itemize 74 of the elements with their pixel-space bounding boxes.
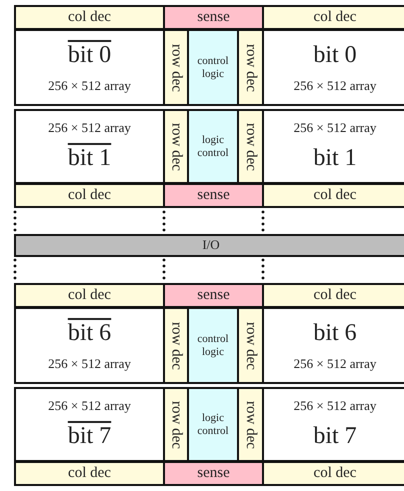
block-label: row dec — [168, 122, 184, 170]
bit-label: bit 0 — [313, 42, 357, 69]
block-label: sense — [197, 287, 230, 304]
memory-array-block — [14, 109, 165, 184]
array-size-label: 256 × 512 array — [48, 356, 131, 371]
block-label: control logic — [196, 333, 230, 358]
array-size-label: 256 × 512 array — [48, 121, 131, 136]
sense-amplifier-block — [163, 283, 264, 308]
block-label: logic control — [196, 412, 230, 437]
memory-array-block — [262, 307, 404, 384]
bit-label: bit 0 — [68, 42, 112, 69]
block-label: row dec — [242, 400, 259, 448]
control-logic-block — [187, 29, 239, 106]
column-decoder-block — [14, 5, 165, 30]
block-label: row dec — [242, 322, 259, 370]
column-decoder-block — [262, 461, 404, 486]
control-logic-block — [187, 307, 239, 384]
array-size-label: 256 × 512 array — [294, 399, 376, 414]
control-logic-block — [187, 387, 239, 462]
column-decoder-block — [262, 183, 404, 208]
row-decoder-block — [237, 109, 264, 184]
block-label: col dec — [68, 9, 111, 26]
column-decoder-block — [14, 283, 165, 308]
memory-array-block — [14, 387, 165, 462]
block-label: row dec — [168, 44, 184, 92]
row-decoder-block — [237, 307, 264, 384]
bit-label: bit 6 — [68, 320, 112, 347]
block-label: control logic — [196, 55, 230, 80]
array-size-label: 256 × 512 array — [48, 78, 131, 93]
block-label: col dec — [68, 187, 111, 204]
block-label: I/O — [202, 238, 220, 253]
bit-label: bit 1 — [68, 145, 112, 172]
block-label: sense — [197, 187, 230, 204]
array-size-label: 256 × 512 array — [48, 399, 131, 414]
block-label: logic control — [196, 134, 230, 159]
bit-label: bit 6 — [313, 320, 357, 347]
sense-amplifier-block — [163, 183, 264, 208]
row-decoder-block — [163, 109, 189, 184]
block-label: col dec — [68, 287, 111, 304]
array-size-label: 256 × 512 array — [294, 78, 376, 93]
block-label: row dec — [242, 44, 259, 92]
block-label: sense — [197, 465, 230, 482]
sense-amplifier-block — [163, 461, 264, 486]
block-label: col dec — [314, 465, 356, 482]
block-label: col dec — [314, 9, 356, 26]
column-decoder-block — [14, 461, 165, 486]
memory-array-block — [262, 109, 404, 184]
array-size-label: 256 × 512 array — [294, 121, 376, 136]
bit-label: bit 1 — [313, 145, 357, 172]
block-label: col dec — [68, 465, 111, 482]
control-logic-block — [187, 109, 239, 184]
memory-array-block — [262, 29, 404, 106]
block-label: row dec — [168, 322, 184, 370]
row-decoder-block — [163, 29, 189, 106]
row-decoder-block — [163, 387, 189, 462]
sense-amplifier-block — [163, 5, 264, 30]
column-decoder-block — [262, 283, 404, 308]
row-decoder-block — [237, 29, 264, 106]
column-decoder-block — [262, 5, 404, 30]
block-label: row dec — [168, 400, 184, 448]
row-decoder-block — [163, 307, 189, 384]
block-label: row dec — [242, 122, 259, 170]
block-label: col dec — [314, 187, 356, 204]
io-block — [14, 234, 404, 257]
bit-label: bit 7 — [68, 423, 112, 450]
bit-label: bit 7 — [313, 423, 357, 450]
array-size-label: 256 × 512 array — [294, 356, 376, 371]
block-label: sense — [197, 9, 230, 26]
memory-array-block — [14, 307, 165, 384]
memory-array-block — [14, 29, 165, 106]
memory-array-block — [262, 387, 404, 462]
block-label: col dec — [314, 287, 356, 304]
row-decoder-block — [237, 387, 264, 462]
column-decoder-block — [14, 183, 165, 208]
